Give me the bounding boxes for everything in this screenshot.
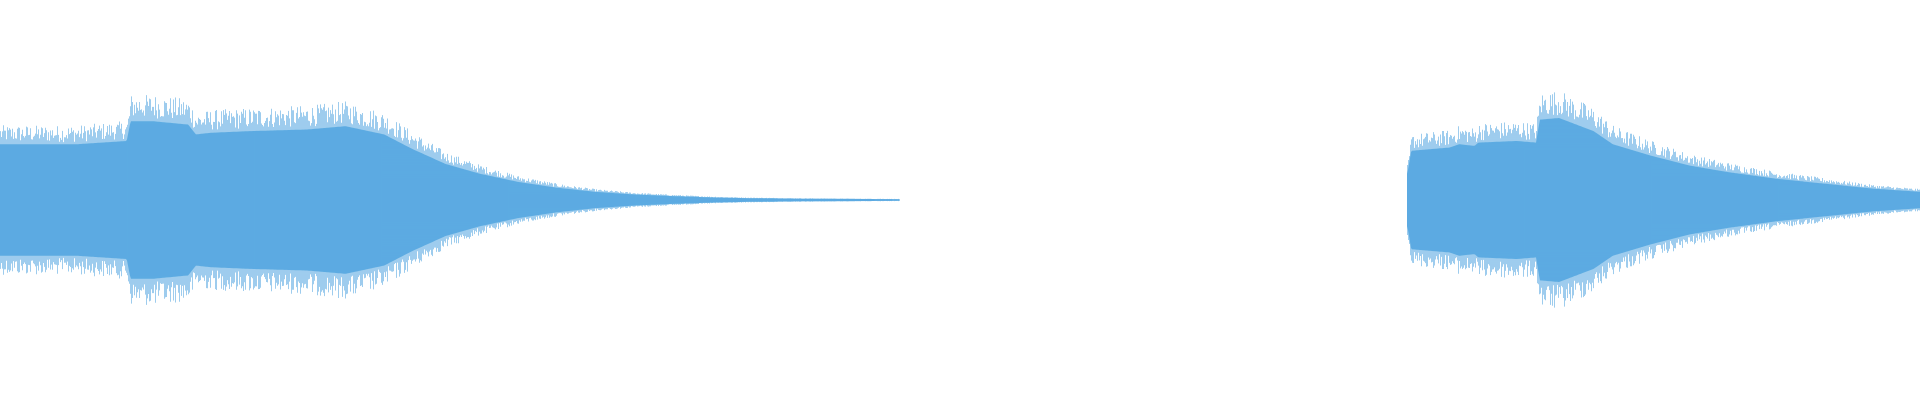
- waveform-peaks: [1407, 92, 1920, 308]
- waveform-peaks: [0, 95, 900, 305]
- waveform-clip-2[interactable]: [1407, 92, 1920, 308]
- clips-layer: [0, 92, 1920, 308]
- waveform-clip-1[interactable]: [0, 95, 900, 305]
